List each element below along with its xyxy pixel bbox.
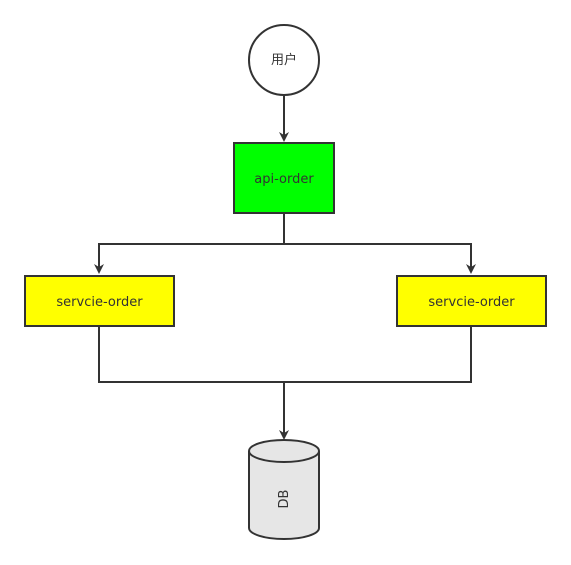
service-order-right-label: servcie-order	[428, 295, 515, 310]
database-label: DB	[277, 490, 292, 509]
user-node[interactable]: 用户	[248, 24, 320, 96]
service-order-node-left[interactable]: servcie-order	[24, 275, 175, 327]
edge-service-left-to-db	[98, 326, 284, 383]
edge-api-to-services	[94, 214, 476, 274]
service-order-node-right[interactable]: servcie-order	[396, 275, 547, 327]
edge-service-right-to-db	[284, 326, 472, 383]
edge-api-to-service-left	[94, 214, 285, 274]
edge-services-to-db	[98, 326, 472, 440]
database-node[interactable]: DB	[248, 439, 320, 540]
api-order-node-shape	[233, 142, 335, 214]
database-cylinder-body	[248, 439, 320, 540]
service-order-left-label: servcie-order	[56, 295, 143, 310]
user-node-shape	[248, 24, 320, 96]
service-order-left-shape	[24, 275, 175, 327]
database-cylinder-top	[248, 450, 320, 463]
user-node-label: 用户	[271, 52, 297, 68]
edge-api-to-service-right	[284, 243, 476, 274]
service-order-right-shape	[396, 275, 547, 327]
api-order-node[interactable]: api-order	[233, 142, 335, 214]
api-order-node-label: api-order	[254, 172, 314, 187]
